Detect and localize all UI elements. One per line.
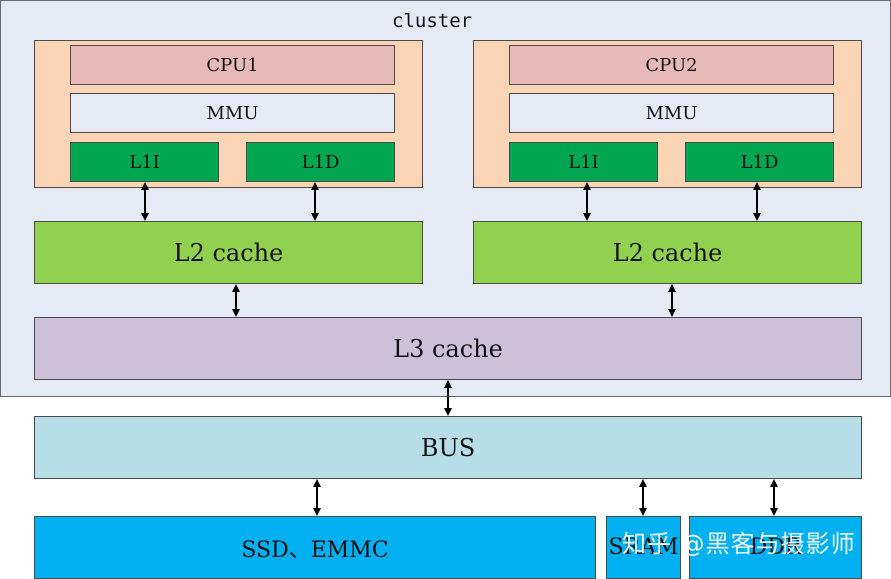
- ssd-emmc-box: SSD、EMMC: [34, 516, 596, 579]
- l1i-core1-box: L1I: [70, 142, 219, 182]
- l3-cache: L3 cache: [34, 317, 862, 380]
- watermark-text: 知乎 @黑客与摄影师: [622, 530, 856, 558]
- l1i-core2-box: L1I: [509, 142, 658, 182]
- bus-box: BUS: [34, 416, 862, 479]
- sram-box: SRAM: [606, 516, 681, 579]
- mmu1-box: MMU: [70, 93, 395, 133]
- ddr-box: DDR: [689, 516, 862, 579]
- cpu2-box: CPU2: [509, 45, 834, 85]
- mmu2-box: MMU: [509, 93, 834, 133]
- l1d-core1-box: L1D: [246, 142, 395, 182]
- cpu1-box: CPU1: [70, 45, 395, 85]
- l2-cache-core1: L2 cache: [34, 221, 423, 284]
- l1d-core2-box: L1D: [685, 142, 834, 182]
- cluster-label: cluster: [392, 10, 473, 32]
- l2-cache-core2: L2 cache: [473, 221, 862, 284]
